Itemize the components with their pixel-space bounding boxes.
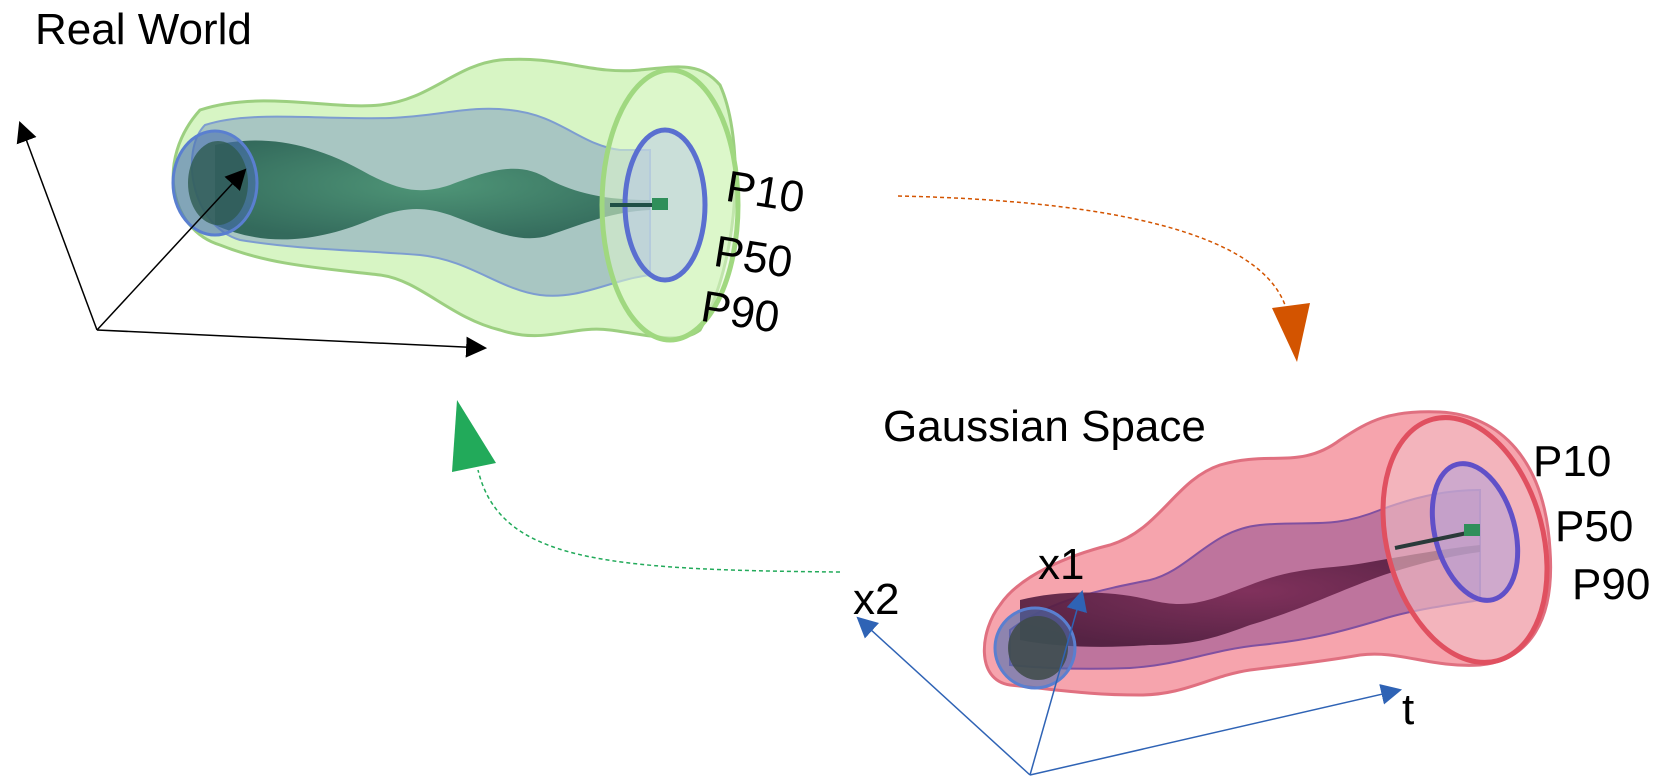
gaussian-space-p10-label: P10 <box>1533 437 1612 486</box>
real-world-axes <box>16 121 488 358</box>
real-world-tube <box>171 57 741 343</box>
forward-transform-arrow <box>897 195 1310 362</box>
gaussian-space-axis-x2 <box>856 616 1031 776</box>
real-world-p90-label: P90 <box>697 282 783 343</box>
gaussian-space-axis-t <box>1029 683 1403 776</box>
gaussian-axis-x1-label: x1 <box>1038 540 1085 589</box>
gaussian-space-title: Gaussian Space <box>883 402 1206 451</box>
real-world-axis-depth <box>96 168 247 331</box>
gaussian-space-p10-core <box>1020 545 1480 647</box>
gaussian-space-axis-x1 <box>1029 589 1087 776</box>
real-world-axis-horizontal <box>96 329 488 358</box>
real-world-p50-label: P50 <box>710 227 796 288</box>
real-world-p10-core <box>215 140 650 240</box>
backward-transform-arrow <box>452 400 841 573</box>
real-world-title: Real World <box>35 5 252 54</box>
real-world-p10-label: P10 <box>722 162 808 223</box>
gaussian-space-p90-label: P90 <box>1572 560 1651 609</box>
backward-arrowhead <box>452 400 496 472</box>
forward-arrowhead <box>1272 303 1310 362</box>
gaussian-space-p50-label: P50 <box>1555 502 1634 551</box>
gaussian-space-tube <box>982 410 1553 697</box>
gaussian-axis-x2-label: x2 <box>853 575 900 624</box>
real-world-axis-vertical <box>16 121 98 331</box>
gaussian-axis-t-label: t <box>1402 685 1415 734</box>
gaussian-space-axes <box>856 589 1403 776</box>
